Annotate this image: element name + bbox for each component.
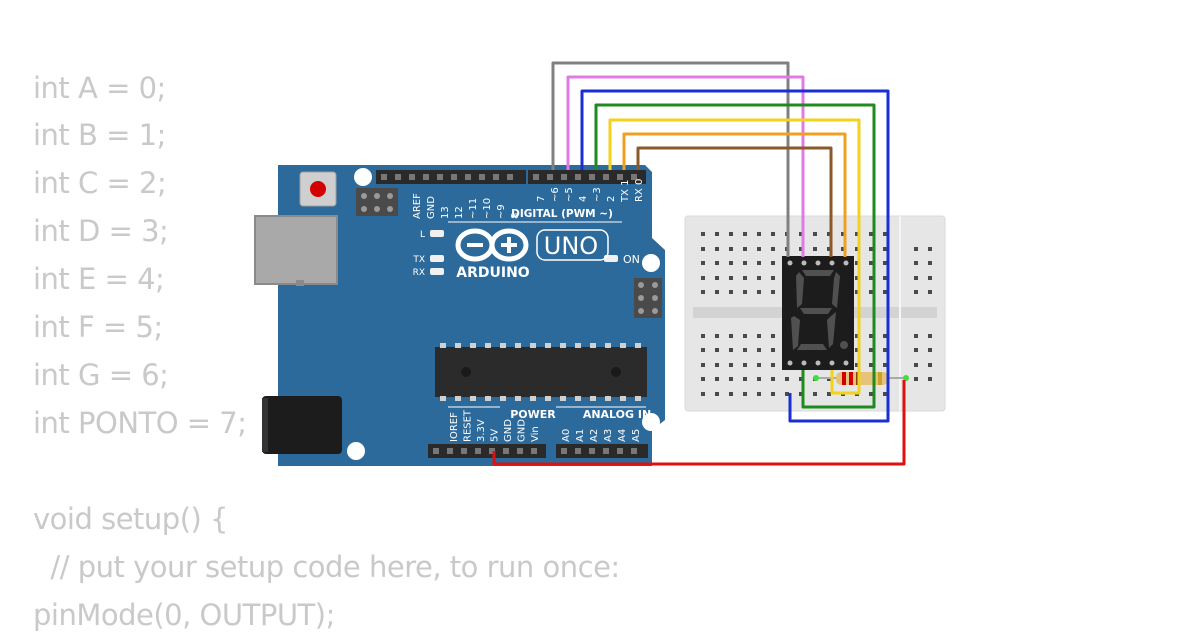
- wire-brown: [636, 146, 833, 257]
- pin-label: TX 1: [620, 180, 631, 204]
- power-analog-pins: [433, 448, 637, 454]
- pin-label: 13: [440, 206, 451, 219]
- wire-violet: [566, 75, 805, 257]
- led-label: TX: [412, 255, 425, 265]
- code-line: int G = 6;: [33, 358, 169, 392]
- wire-green: [594, 103, 876, 409]
- wire-red: [492, 380, 906, 466]
- pin-label: Vin: [530, 426, 541, 442]
- pin-label: IOREF: [449, 412, 460, 442]
- pin-label: A5: [631, 429, 642, 442]
- wire-orange: [622, 132, 847, 257]
- pin-label: ~6: [550, 187, 561, 202]
- uno-badge: [536, 229, 609, 261]
- digital-header-label: DIGITAL (PWM ~): [511, 208, 613, 220]
- code-line: int PONTO = 7;: [33, 406, 247, 440]
- pin-label: 7: [536, 196, 547, 202]
- code-line: int E = 4;: [33, 262, 165, 296]
- pin-label: ~3: [592, 187, 603, 202]
- pin-label: A1: [575, 429, 586, 442]
- display-pins: [787, 260, 849, 366]
- wire-yellow: [608, 118, 861, 395]
- seven-segment-display: [782, 256, 854, 370]
- pin-label: ~11: [468, 198, 479, 219]
- code-line: int B = 1;: [33, 118, 166, 152]
- on-label: ON: [623, 253, 640, 266]
- digital-header-pins: [381, 174, 637, 180]
- code-line: // put your setup code here, to run once…: [33, 550, 620, 584]
- pin-label: A0: [561, 429, 572, 442]
- segments: [791, 270, 840, 350]
- code-line: int F = 5;: [33, 310, 163, 344]
- code-line: pinMode(0, OUTPUT);: [33, 598, 335, 632]
- wire-blue: [580, 89, 890, 423]
- code-line: void setup() {: [33, 502, 229, 536]
- code-line: int C = 2;: [33, 166, 167, 200]
- brand-label: ARDUINO: [456, 265, 530, 281]
- model-label: UNO: [544, 232, 598, 260]
- pin-label: RESET: [463, 409, 474, 442]
- led-label: L: [420, 230, 425, 240]
- pin-label: ~5: [564, 187, 575, 202]
- analog-label: ANALOG IN: [583, 408, 651, 421]
- pin-label: RX 0: [634, 179, 645, 202]
- pin-label: AREF: [412, 193, 423, 219]
- pin-label: A2: [589, 429, 600, 442]
- pin-label: GND: [517, 419, 528, 442]
- wires: [492, 61, 906, 466]
- power-label: POWER: [510, 408, 556, 421]
- led-label: RX: [413, 268, 425, 278]
- pin-label: 5V: [490, 429, 501, 442]
- code-line: int A = 0;: [33, 71, 166, 105]
- arduino-board: UNO ARDUINO DIGITAL (PWM ~) ON POWER ANA…: [254, 165, 665, 466]
- wire-gray: [551, 61, 790, 257]
- pin-label: ~10: [482, 198, 493, 219]
- pin-label: 2: [606, 196, 617, 202]
- code-line: int D = 3;: [33, 214, 169, 248]
- pin-label: 12: [454, 206, 465, 219]
- pin-label: GND: [426, 196, 437, 219]
- pin-label: 8: [510, 213, 521, 219]
- pin-label: 3.3V: [476, 419, 487, 442]
- led-labels: L TX RX: [412, 230, 425, 278]
- pin-label: A3: [603, 429, 614, 442]
- pin-label: A4: [617, 429, 628, 442]
- pin-label: 4: [578, 196, 589, 202]
- pin-label: GND: [503, 419, 514, 442]
- arduino-logo: [455, 228, 529, 262]
- pin-label: ~9: [496, 204, 507, 219]
- microcontroller-legs: [440, 343, 641, 401]
